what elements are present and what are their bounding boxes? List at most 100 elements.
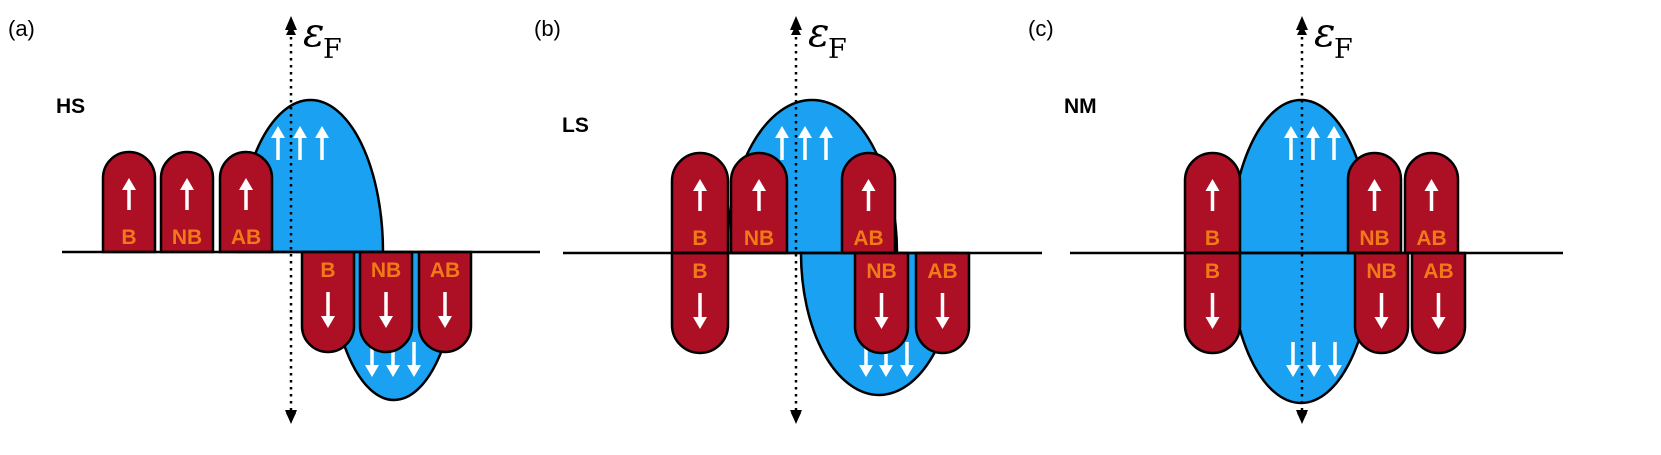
spin-down-arrow-icon [1328, 342, 1342, 377]
band-label: B [692, 227, 707, 250]
band-label: NB [744, 227, 774, 250]
band-label: B [1205, 227, 1220, 250]
band-label: B [121, 226, 136, 249]
spin-up-arrow-icon [1306, 126, 1320, 160]
spin-up-arrow-icon-head [271, 126, 285, 138]
spin-up-arrow-icon-head [239, 178, 253, 190]
spin-up-arrow-icon [798, 126, 812, 160]
spin-up-arrow-icon [293, 126, 307, 160]
spin-down-arrow-icon-head [438, 316, 452, 328]
ligand-band-down-nb: NB [1353, 251, 1410, 355]
spin-up-arrow-icon-head [1306, 126, 1320, 138]
ligand-band-up-ab: AB [840, 151, 897, 255]
spin-up-arrow-icon-head [1367, 179, 1382, 191]
spin-down-arrow-icon-head [879, 365, 893, 377]
spin-up-arrow-icon-head [1424, 179, 1439, 191]
spin-down-arrow-icon [1286, 342, 1300, 377]
band-label: AB [927, 260, 957, 283]
spin-up-arrow-icon-head [693, 179, 707, 191]
spin-down-arrow-icon-head [1328, 365, 1342, 377]
spin-up-arrow-icon-head [752, 179, 766, 191]
fermi-axis-bottom-arrowhead [285, 410, 297, 424]
fermi-axis-top-arrowhead [285, 16, 297, 30]
ligand-band-up-nb: NB [159, 150, 215, 254]
spin-down-arrow-icon-head [365, 365, 379, 377]
band-label: NB [1366, 260, 1396, 283]
spin-up-arrow-icon-head [122, 178, 136, 190]
ligand-band-up-nb: NB [729, 151, 789, 255]
spin-up-arrow-icon-head [819, 126, 833, 138]
ligand-band-down-ab: AB [417, 250, 473, 354]
panel-label: (c) [1028, 16, 1054, 41]
spin-down-arrow-icon-head [900, 365, 914, 377]
fermi-axis-top-arrowhead [1296, 16, 1308, 30]
spin-down-arrow-icon [321, 292, 335, 328]
spin-down-arrow-icon-head [1286, 365, 1300, 377]
spin-state-label: NM [1064, 95, 1097, 118]
spin-down-arrow-icon [874, 293, 889, 329]
spin-down-arrow-icon [438, 292, 452, 328]
ligand-band-up-ab: AB [218, 150, 274, 254]
fermi-level-subscript: F [323, 34, 342, 65]
spin-up-arrow-icon [1205, 179, 1220, 211]
panel-label: (b) [534, 16, 561, 41]
spin-down-arrow-icon-head [1374, 317, 1389, 329]
spin-up-arrow-icon [1327, 126, 1341, 160]
ligand-band-up-b: B [670, 151, 730, 255]
spin-down-arrow-icon [1374, 293, 1389, 329]
spin-up-arrow-icon-head [180, 178, 194, 190]
band-label: AB [1416, 227, 1446, 250]
fermi-axis-bottom-arrowhead [1296, 410, 1308, 424]
band-label: NB [1359, 227, 1389, 250]
ligand-band-down-ab: AB [914, 251, 971, 355]
spin-up-arrow-icon-head [1205, 179, 1220, 191]
spin-up-arrow-icon-head [293, 126, 307, 138]
fermi-level-subscript: F [828, 34, 847, 65]
band-label: B [692, 260, 707, 283]
fermi-axis-bottom-arrowhead [790, 410, 802, 424]
spin-down-arrow-icon [1431, 293, 1446, 329]
spin-down-arrow-icon-head [1431, 317, 1446, 329]
band-label: AB [430, 259, 460, 282]
spin-up-arrow-icon [1424, 179, 1439, 211]
spin-down-arrow-icon-head [935, 317, 950, 329]
spin-up-arrow-icon [861, 179, 876, 211]
spin-down-arrow-icon [379, 292, 393, 328]
fermi-level-subscript: F [1334, 34, 1353, 65]
spin-state-label: LS [562, 114, 589, 137]
band-label: B [1205, 260, 1220, 283]
ligand-band-up-b: B [1183, 151, 1242, 255]
ligand-band-up-nb: NB [1346, 151, 1403, 255]
ligand-band-down-b: B [1183, 251, 1242, 355]
spin-up-arrow-icon [1367, 179, 1382, 211]
spin-down-arrow-icon-head [379, 316, 393, 328]
fermi-level-label: ε [1314, 10, 1335, 56]
band-label: AB [231, 226, 261, 249]
spin-up-arrow-icon [1284, 126, 1298, 160]
spin-down-arrow-icon-head [874, 317, 889, 329]
ligand-band-down-nb: NB [853, 251, 910, 355]
band-label: AB [853, 227, 883, 250]
band-label: NB [866, 260, 896, 283]
spin-up-arrow-icon [180, 178, 194, 210]
spin-down-arrow-icon-head [1307, 365, 1321, 377]
spin-up-arrow-icon-head [861, 179, 876, 191]
spin-down-arrow-icon-head [1205, 317, 1220, 329]
band-label: NB [371, 259, 401, 282]
spin-up-arrow-icon-head [1284, 126, 1298, 138]
spin-down-arrow-icon [1205, 293, 1220, 329]
band-label: AB [1423, 260, 1453, 283]
spin-down-arrow-icon-head [386, 365, 400, 377]
spin-up-arrow-icon [122, 178, 136, 210]
spin-down-arrow-icon-head [693, 317, 707, 329]
panel-label: (a) [8, 16, 35, 41]
spin-state-label: HS [56, 95, 85, 118]
spin-up-arrow-icon [271, 126, 285, 160]
spin-up-arrow-icon [819, 126, 833, 160]
ligand-band-down-b: B [670, 251, 730, 355]
fermi-level-label: ε [303, 10, 324, 56]
